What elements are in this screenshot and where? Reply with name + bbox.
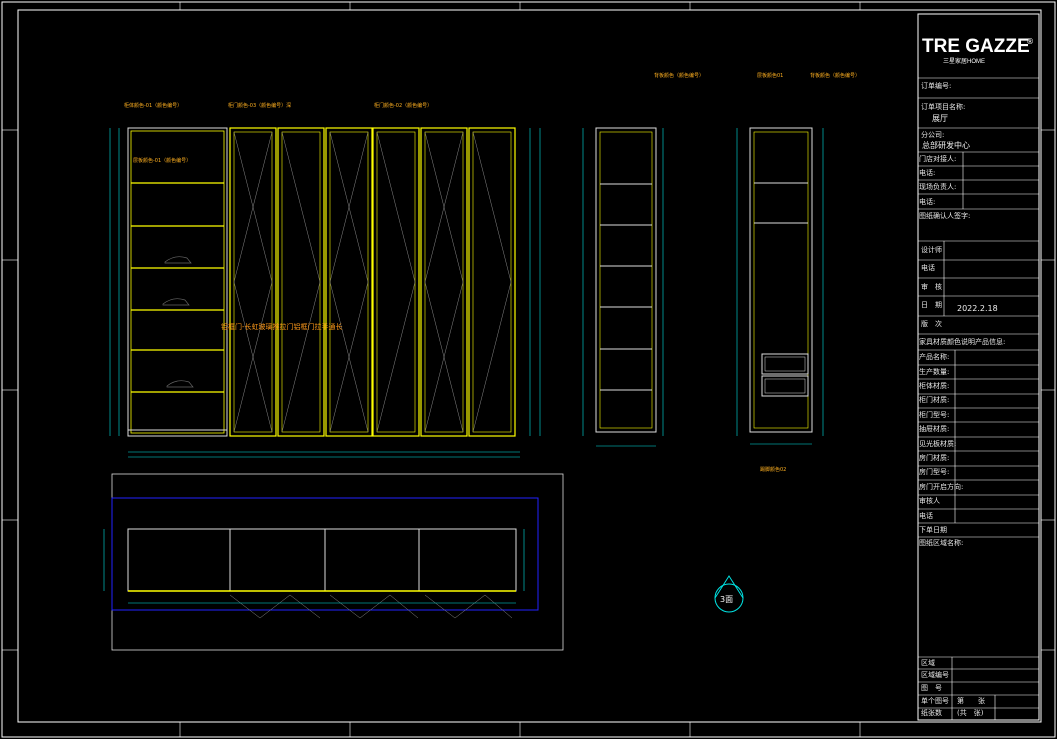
phone1-label: 电话: xyxy=(919,169,936,177)
sheet-label: 第 张 xyxy=(957,697,985,705)
section2b-label: 背板颜色（颜色编号） xyxy=(810,73,861,79)
section2a-label: 层板颜色01 xyxy=(757,73,784,79)
view-marker-symbol xyxy=(714,575,744,613)
branch-value: 总部研发中心 xyxy=(922,141,970,150)
brand-logo: TRE GAZZE xyxy=(922,36,1030,57)
designer-label: 设计师 xyxy=(921,246,942,254)
drawer-material-label: 房门材质: xyxy=(919,454,950,462)
site-lead-label: 现场负责人: xyxy=(919,183,957,191)
area-name-label: 图纸区域名称: xyxy=(919,539,964,547)
product-name-label: 产品名称: xyxy=(919,353,950,361)
center-note: 铝框门-长虹玻璃推拉门铝框门拉手通长 xyxy=(221,323,343,331)
view-marker-label: 3面 xyxy=(720,595,734,604)
date-value: 2022.2.18 xyxy=(957,304,998,313)
area-label: 区域 xyxy=(921,659,935,667)
phone3-label: 电话 xyxy=(921,264,935,272)
door-model-label: 柜门型号: xyxy=(919,411,950,419)
front-elevation xyxy=(109,127,541,458)
back-material-label: 抽屉材质: xyxy=(919,425,950,433)
title-block-rows xyxy=(918,77,1039,720)
phone4-label: 电话 xyxy=(919,512,933,520)
registered-mark: ® xyxy=(1026,37,1034,46)
inner-frame xyxy=(17,9,1042,723)
top-right-label: 柜门颜色-02（颜色编号） xyxy=(374,103,433,109)
reviewer-label: 审核人 xyxy=(919,497,940,505)
phone2-label: 电话: xyxy=(919,198,936,206)
quantity-label: 生产数量: xyxy=(919,368,950,376)
door-open-label: 房门开启方向: xyxy=(919,483,964,491)
top-mid-label: 柜门颜色-03（颜色编号）深 xyxy=(228,103,292,109)
total-sheets-label: 纸张数 xyxy=(921,709,942,717)
sight-board-label: 见光板材质: xyxy=(919,440,957,448)
total-label: (共 张) xyxy=(957,709,984,717)
top-left-label: 柜体颜色-01（颜色编号） xyxy=(124,103,183,109)
side-label: 层板颜色-01（颜色编号） xyxy=(133,158,192,164)
door-material-label: 柜门材质: xyxy=(919,396,950,404)
brand-subtitle: 三星家居HOME xyxy=(943,59,986,65)
drawing-no-label: 图 号 xyxy=(921,684,942,692)
branch-label: 分公司: xyxy=(921,131,945,139)
order-date-label: 下单日期 xyxy=(919,526,947,534)
title-block-frame xyxy=(917,13,1040,721)
review-label: 审 核 xyxy=(921,283,942,291)
confirm-label: 图纸确认人签字: xyxy=(919,212,971,220)
spec-header: 家具材质颜色说明产品信息: xyxy=(919,338,1006,346)
room-door-model-label: 房门型号: xyxy=(919,468,950,476)
order-name-label: 订单项目名称: xyxy=(921,103,966,111)
body-material-label: 柜体材质: xyxy=(919,382,950,390)
store-receiver-label: 门店对接人: xyxy=(919,155,957,163)
area-no-label: 区域编号 xyxy=(921,671,949,679)
side-section-2 xyxy=(736,127,824,445)
section2-bottom-label: 踢脚颜色02 xyxy=(760,467,787,473)
single-drawing-label: 单个图号 xyxy=(921,697,949,705)
section1-label: 背板颜色（颜色编号） xyxy=(654,73,705,79)
version-label: 版 次 xyxy=(921,320,942,328)
date-label: 日 期 xyxy=(921,301,942,309)
plan-view xyxy=(103,473,564,651)
side-section-1 xyxy=(582,127,664,447)
order-no-label: 订单编号: xyxy=(921,82,952,90)
order-name-value: 展厅 xyxy=(932,114,948,123)
